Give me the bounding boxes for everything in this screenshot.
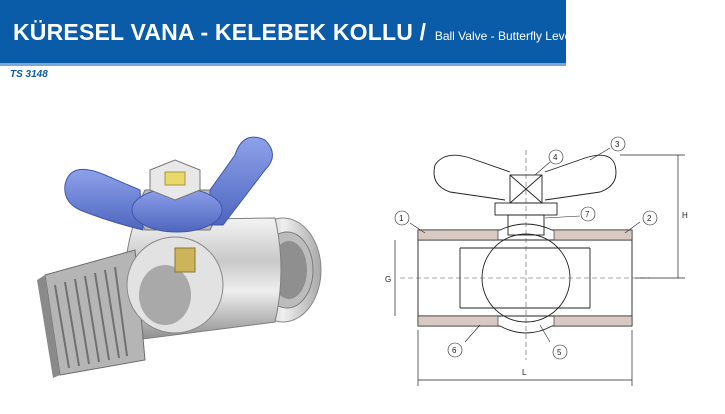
dimension-h-label: H: [682, 211, 688, 220]
callout-1: 1: [399, 214, 404, 223]
callout-4: 4: [553, 153, 558, 162]
valve-photo: [37, 136, 322, 378]
title-main-text: KÜRESEL VANA - KELEBEK KOLLU /: [13, 19, 427, 45]
callout-6: 6: [452, 346, 457, 355]
valve-technical-drawing: 1 2 3 4 5 6 7 G H L: [385, 136, 688, 386]
product-code: TS 3148: [10, 69, 48, 80]
callout-5: 5: [557, 348, 562, 357]
callout-3: 3: [615, 140, 620, 149]
page-title: KÜRESEL VANA - KELEBEK KOLLU / Ball Valv…: [13, 19, 575, 46]
title-subtitle: Ball Valve - Butterfly Lever: [434, 29, 576, 43]
callout-2: 2: [647, 214, 652, 223]
callout-7: 7: [585, 210, 590, 219]
dimension-l-label: L: [522, 368, 527, 377]
title-banner: KÜRESEL VANA - KELEBEK KOLLU / Ball Valv…: [0, 0, 575, 66]
dimension-g-label: G: [385, 275, 391, 284]
